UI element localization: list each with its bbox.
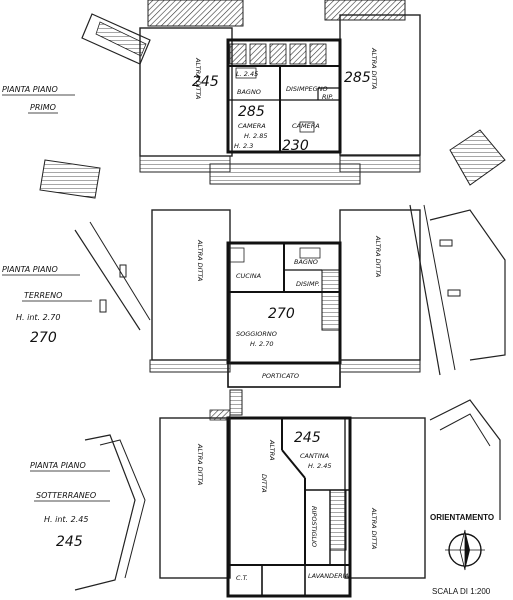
neighbor-label: ALTRA DITTA <box>196 443 204 485</box>
ground-height-big: 270 <box>30 330 57 346</box>
ground-room-label: PORTICATO <box>262 372 299 380</box>
roof-strip <box>147 0 244 27</box>
ground-floor-title-line2: TERRENO <box>24 291 62 300</box>
basement-room-label: ALTRA <box>268 439 276 461</box>
basement-room-label: CANTINA <box>300 452 329 460</box>
ground-room-label: CUCINA <box>236 272 261 280</box>
first-room-label: RIP. <box>322 93 334 101</box>
neighbor-left-basement <box>159 417 231 579</box>
basement-height-note: H. int. 2.45 <box>44 515 88 524</box>
ground-room-label: SOGGIORNO <box>236 330 277 338</box>
first-room-label: CAMERA <box>292 122 320 130</box>
ground-height-center: 270 <box>268 306 295 322</box>
first-floor-title-line2: PRIMO <box>30 103 56 112</box>
first-room-label: DISIMPEGNO <box>286 85 328 93</box>
ground-room-label: BAGNO <box>294 258 318 266</box>
basement-room-label: DITTA <box>260 474 268 493</box>
first-room-label: BAGNO <box>237 88 261 96</box>
neighbor-right-basement <box>344 417 426 579</box>
ground-floor-title-line1: PIANTA PIANO <box>2 265 58 274</box>
first-height-bottom: 230 <box>282 138 309 154</box>
neighbor-label: ALTRA DITTA <box>370 507 378 549</box>
ground-room-label: DISIMP. <box>296 280 320 288</box>
compass-icon <box>445 529 485 571</box>
scale-label: SCALA DI 1:200 <box>432 587 491 596</box>
basement-room-label: RIPOSTIGLIO <box>310 506 318 547</box>
neighbor-label: ALTRA DITTA <box>196 239 204 281</box>
ground-room-label: H. 2.70 <box>250 340 274 348</box>
unit-basement <box>226 416 352 598</box>
basement-height-center: 245 <box>294 430 321 446</box>
basement-room-label: H. 2.45 <box>308 462 332 470</box>
unit-first <box>226 38 342 154</box>
balcony-left-lower <box>39 159 101 199</box>
roof-strip <box>324 0 406 21</box>
neighbor-left-ground <box>151 209 231 361</box>
ground-height-note: H. int. 2.70 <box>16 313 60 322</box>
first-room-label: L. 2.45 <box>236 70 258 78</box>
first-floor-title-line1: PIANTA PIANO <box>2 85 58 94</box>
basement-title-line1: PIANTA PIANO <box>30 461 86 470</box>
basement-title-line2: SOTTERRANEO <box>36 491 96 500</box>
ground-floor-plan <box>74 204 506 416</box>
balcony-left-rail <box>95 21 147 57</box>
neighbor-label: ALTRA DITTA <box>370 47 378 89</box>
basement-height-big: 245 <box>56 534 83 550</box>
basement-room-label: C.T. <box>236 574 248 582</box>
first-height-left: 245 <box>192 74 219 90</box>
neighbor-label: ALTRA DITTA <box>374 235 382 277</box>
balcony-right <box>449 129 506 186</box>
basement-plan <box>74 399 501 598</box>
first-room-label: H. 2.85 <box>244 132 268 140</box>
balcony-bottom <box>209 163 361 185</box>
basement-room-label: LAVANDERIA <box>308 572 349 580</box>
neighbor-left-first <box>139 27 233 157</box>
first-room-label: H. 2.3 <box>234 142 253 150</box>
neighbor-label: ALTRA DITTA <box>194 57 202 99</box>
porch <box>227 362 341 388</box>
first-room-label: CAMERA <box>238 122 266 130</box>
neighbor-right-ground <box>339 209 421 361</box>
orientation-label: ORIENTAMENTO <box>430 513 494 522</box>
first-height-right: 285 <box>344 70 371 86</box>
first-floor-plan <box>39 0 506 199</box>
first-room-height: 285 <box>238 104 265 120</box>
